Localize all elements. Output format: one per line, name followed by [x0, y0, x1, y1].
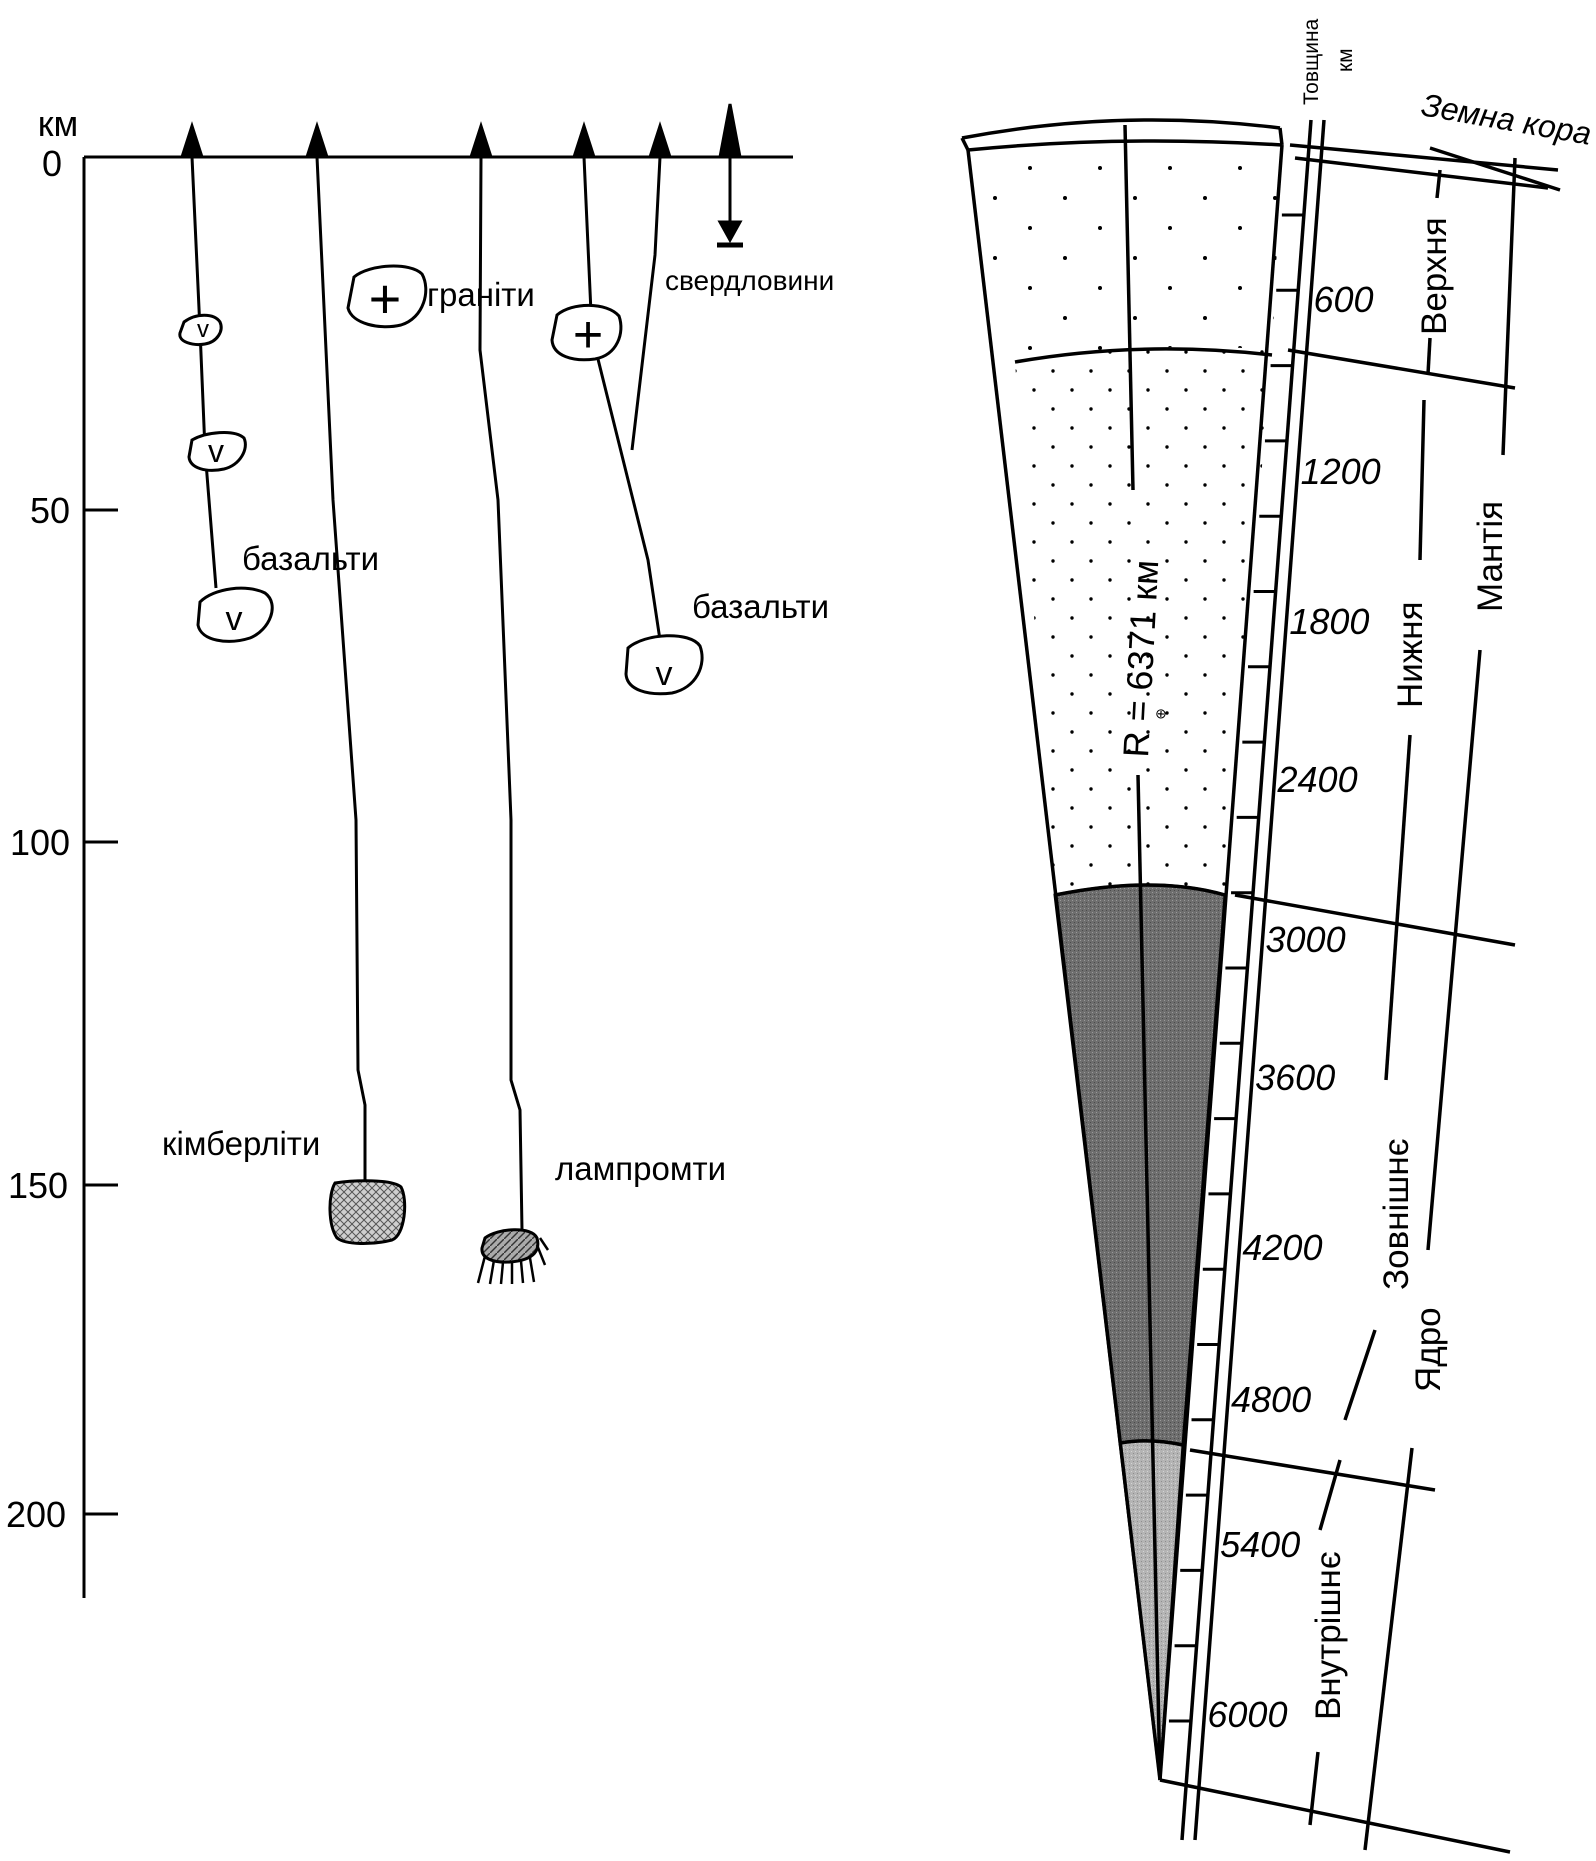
arrow-3 — [468, 121, 494, 159]
basalt-xenolith-1 — [178, 313, 223, 346]
depth-unit: км — [38, 103, 79, 144]
radius-line-top — [1123, 124, 1135, 491]
label-outer: Зовнішнє — [1377, 1138, 1416, 1290]
depth-tick-100: 100 — [10, 822, 70, 863]
basalt-symbol-3: v — [226, 600, 243, 638]
granite-xenolith-1 — [346, 264, 428, 329]
borehole-arrowhead — [717, 220, 743, 244]
col-inner-a — [1318, 1459, 1342, 1531]
arrow-5 — [647, 121, 673, 159]
depth-tick-200: 200 — [6, 1494, 66, 1535]
thickness-header: Товщина — [1300, 18, 1323, 105]
lower-mantle — [1015, 346, 1272, 895]
scale-bar-outer — [1193, 119, 1326, 1841]
basalt-symbol-2: v — [208, 433, 224, 469]
label-basalts-left: базальти — [242, 540, 379, 577]
label-granites: граніти — [427, 276, 535, 313]
label-core: Ядро — [1409, 1307, 1448, 1392]
lamproite-body — [480, 1228, 540, 1264]
path-basalt-left — [190, 156, 218, 589]
basalt-symbol-4: v — [656, 655, 673, 693]
path-branch — [630, 156, 662, 451]
label-inner: Внутрішнє — [1309, 1551, 1348, 1720]
upper-lower-line — [1287, 348, 1516, 390]
arrow-2 — [304, 121, 330, 159]
sector-left-edge — [966, 149, 1162, 1781]
label-boreholes: свердловини — [665, 265, 834, 296]
basalt-xenolith-3 — [196, 586, 274, 643]
col-outer-a — [1343, 1329, 1377, 1421]
col-inner-b — [1308, 1751, 1320, 1826]
label-basalts-right: базальти — [692, 588, 829, 625]
scale-label-2400: 2400 — [1277, 759, 1358, 800]
basalt-xenolith-2 — [187, 431, 247, 472]
kimberlite-body — [328, 1179, 407, 1245]
col-lower-b — [1384, 734, 1412, 1081]
col-core-a — [1363, 1447, 1414, 1851]
label-lamproites: лампромти — [555, 1150, 726, 1187]
scale-label-6000: 6000 — [1207, 1694, 1287, 1735]
depth-section — [82, 103, 793, 1598]
basalt-symbol-1: v — [197, 316, 209, 343]
upper-mantle — [968, 141, 1282, 362]
label-kimberlites: кімберліти — [162, 1125, 320, 1162]
scale-label-4800: 4800 — [1231, 1379, 1311, 1420]
scale-label-1200: 1200 — [1301, 451, 1381, 492]
label-crust: Земна кора — [1419, 86, 1594, 151]
bottom-line — [1159, 1778, 1511, 1854]
crust-right-cap — [1278, 127, 1284, 146]
outer-inner-line — [1189, 1448, 1436, 1492]
basalt-xenolith-4 — [624, 634, 704, 696]
earth-sector — [960, 118, 1561, 1854]
scale-label-3600: 3600 — [1255, 1057, 1335, 1098]
scale-bar-inner — [1180, 119, 1313, 1841]
outer-core — [1053, 883, 1227, 1447]
upper-lower-boundary — [1014, 347, 1273, 364]
path-granite-right — [582, 156, 662, 641]
col-upper-b — [1426, 337, 1432, 375]
crust-line-3 — [1294, 156, 1549, 190]
label-mantle: Мантія — [1471, 501, 1510, 612]
path-lamproite — [478, 156, 524, 1231]
mantle-core-boundary — [1054, 883, 1226, 897]
crust-line-2 — [1429, 146, 1561, 192]
scale-label-5400: 5400 — [1220, 1524, 1300, 1565]
granite-xenolith-2 — [550, 303, 623, 362]
label-upper: Верхня — [1415, 217, 1454, 335]
sector-right-edge — [1158, 144, 1284, 1781]
crust-left-cap — [960, 137, 970, 151]
arrow-6 — [718, 103, 742, 159]
arrow-1 — [179, 121, 205, 159]
crust-arc-outer — [961, 118, 1281, 140]
scale-label-3000: 3000 — [1266, 919, 1346, 960]
granite-symbol-1: + — [369, 267, 402, 330]
label-lower: Нижня — [1391, 601, 1430, 708]
crust-line-1 — [1289, 143, 1559, 172]
col-mantle-a — [1501, 157, 1517, 456]
scale-ticks — [1168, 213, 1304, 1723]
col-mantle-b — [1426, 649, 1482, 1251]
label-radius-sub: ⊕ — [1152, 708, 1169, 721]
depth-tick-0: 0 — [42, 143, 62, 184]
radius-line-mid — [1136, 774, 1162, 1781]
thickness-unit: км — [1334, 48, 1357, 72]
granite-symbol-2: + — [573, 306, 603, 364]
depth-tick-50: 50 — [30, 490, 70, 531]
arrow-4 — [571, 121, 597, 159]
col-lower-a — [1418, 399, 1426, 561]
mantle-core-line — [1234, 893, 1516, 947]
lamproite-fringe — [476, 1237, 550, 1285]
path-kimberlite — [315, 156, 367, 1185]
scale-label-1800: 1800 — [1289, 601, 1369, 642]
depth-tick-150: 150 — [8, 1165, 68, 1206]
scale-label-600: 600 — [1314, 279, 1374, 320]
scale-label-4200: 4200 — [1242, 1227, 1322, 1268]
outer-inner-boundary — [1119, 1439, 1184, 1447]
surface-arc — [967, 139, 1283, 152]
col-upper-a — [1435, 169, 1442, 199]
